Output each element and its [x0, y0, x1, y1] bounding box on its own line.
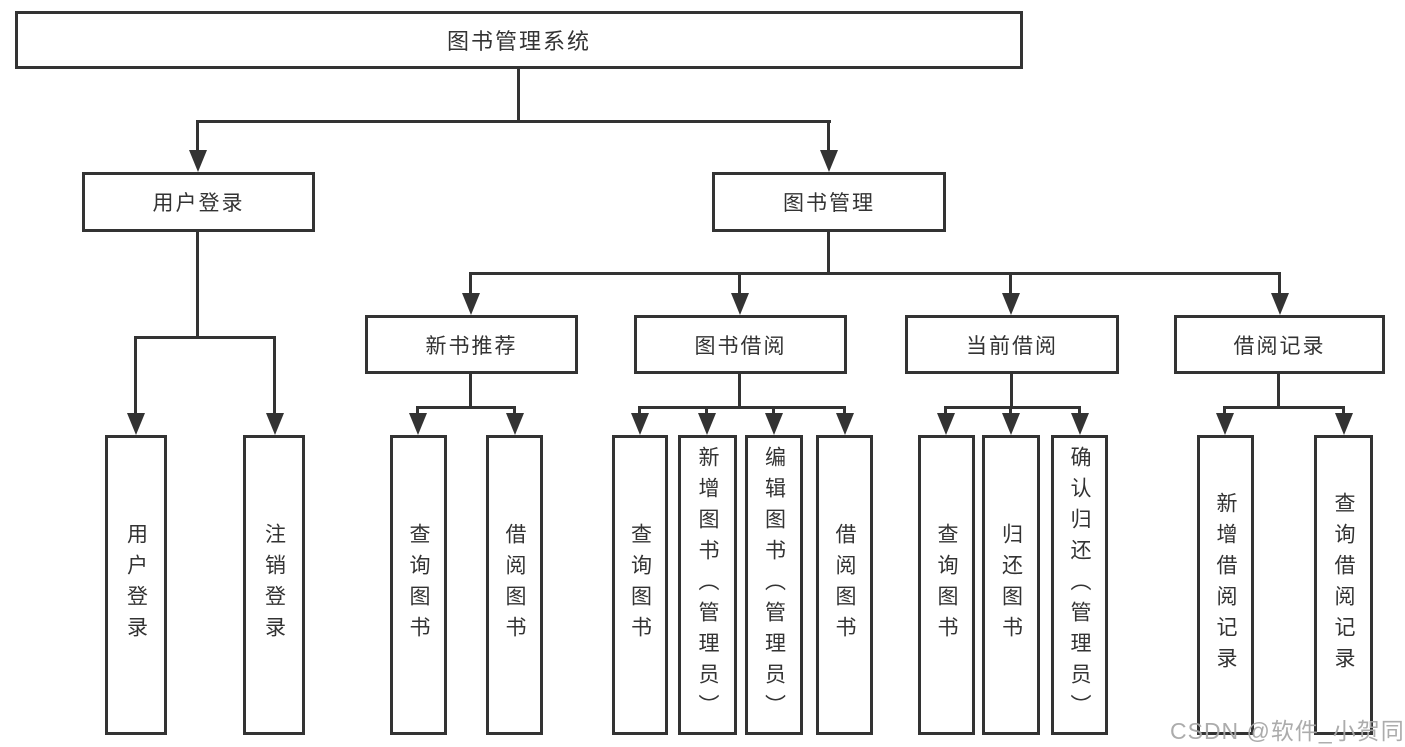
- node-leaf-query-books-borrow: 查询图书: [612, 435, 668, 735]
- connector-vline: [1078, 406, 1081, 416]
- connector-vline: [513, 406, 516, 416]
- node-book-borrow: 图书借阅: [634, 315, 847, 374]
- connector-vline: [469, 272, 472, 295]
- arrow-down-icon: [1071, 413, 1089, 435]
- connector-vline: [1278, 272, 1281, 295]
- connector-vline: [517, 68, 520, 122]
- node-leaf-logout: 注销登录: [243, 435, 305, 735]
- connector-vline: [1009, 406, 1012, 416]
- connector-vline: [1342, 406, 1345, 416]
- connector-vline: [944, 406, 947, 416]
- connector-vline: [738, 374, 741, 408]
- node-book-management: 图书管理: [712, 172, 946, 232]
- connector-vline: [843, 406, 846, 416]
- node-new-book-recommend: 新书推荐: [365, 315, 578, 374]
- node-leaf-query-books-current: 查询图书: [918, 435, 975, 735]
- connector-vline: [638, 406, 641, 416]
- node-library-management-system: 图书管理系统: [15, 11, 1023, 69]
- arrow-down-icon: [937, 413, 955, 435]
- node-leaf-query-borrow-record: 查询借阅记录: [1314, 435, 1373, 735]
- arrow-down-icon: [266, 413, 284, 435]
- node-leaf-borrow-books: 借阅图书: [816, 435, 873, 735]
- node-user-login: 用户登录: [82, 172, 315, 232]
- arrow-down-icon: [409, 413, 427, 435]
- arrow-down-icon: [189, 150, 207, 172]
- arrow-down-icon: [506, 413, 524, 435]
- connector-vline: [1009, 272, 1012, 295]
- node-borrow-records: 借阅记录: [1174, 315, 1385, 374]
- connector-hline: [469, 272, 1281, 275]
- arrow-down-icon: [127, 413, 145, 435]
- connector-vline: [772, 406, 775, 416]
- connector-hline: [944, 406, 1081, 409]
- connector-vline: [1010, 374, 1013, 408]
- arrow-down-icon: [462, 293, 480, 315]
- connector-vline: [1223, 406, 1226, 416]
- connector-hline: [196, 120, 831, 123]
- connector-vline: [134, 336, 137, 415]
- connector-hline: [1223, 406, 1345, 409]
- arrow-down-icon: [765, 413, 783, 435]
- connector-vline: [196, 120, 199, 152]
- arrow-down-icon: [1335, 413, 1353, 435]
- connector-vline: [196, 232, 199, 339]
- arrow-down-icon: [731, 293, 749, 315]
- arrow-down-icon: [1002, 293, 1020, 315]
- arrow-down-icon: [631, 413, 649, 435]
- connector-vline: [738, 272, 741, 295]
- connector-vline: [827, 232, 830, 274]
- connector-vline: [416, 406, 419, 416]
- arrow-down-icon: [836, 413, 854, 435]
- node-leaf-borrow-books-recommend: 借阅图书: [486, 435, 543, 735]
- connector-vline: [827, 120, 830, 152]
- csdn-watermark: CSDN @软件_小贺同学: [1170, 718, 1405, 744]
- node-leaf-add-books-admin: 新增图书（管理员）: [678, 435, 737, 735]
- connector-vline: [469, 374, 472, 408]
- node-current-borrow: 当前借阅: [905, 315, 1119, 374]
- connector-hline: [134, 336, 276, 339]
- node-leaf-return-books: 归还图书: [982, 435, 1040, 735]
- arrow-down-icon: [1271, 293, 1289, 315]
- arrow-down-icon: [1002, 413, 1020, 435]
- node-leaf-add-borrow-record: 新增借阅记录: [1197, 435, 1254, 735]
- connector-hline: [638, 406, 846, 409]
- arrow-down-icon: [1216, 413, 1234, 435]
- connector-hline: [416, 406, 516, 409]
- connector-vline: [273, 336, 276, 415]
- arrow-down-icon: [698, 413, 716, 435]
- connector-vline: [705, 406, 708, 416]
- arrow-down-icon: [820, 150, 838, 172]
- node-leaf-confirm-return-admin: 确认归还（管理员）: [1051, 435, 1108, 735]
- node-leaf-edit-books-admin: 编辑图书（管理员）: [745, 435, 803, 735]
- node-leaf-query-books-recommend: 查询图书: [390, 435, 447, 735]
- connector-vline: [1277, 374, 1280, 408]
- node-leaf-user-login: 用户登录: [105, 435, 167, 735]
